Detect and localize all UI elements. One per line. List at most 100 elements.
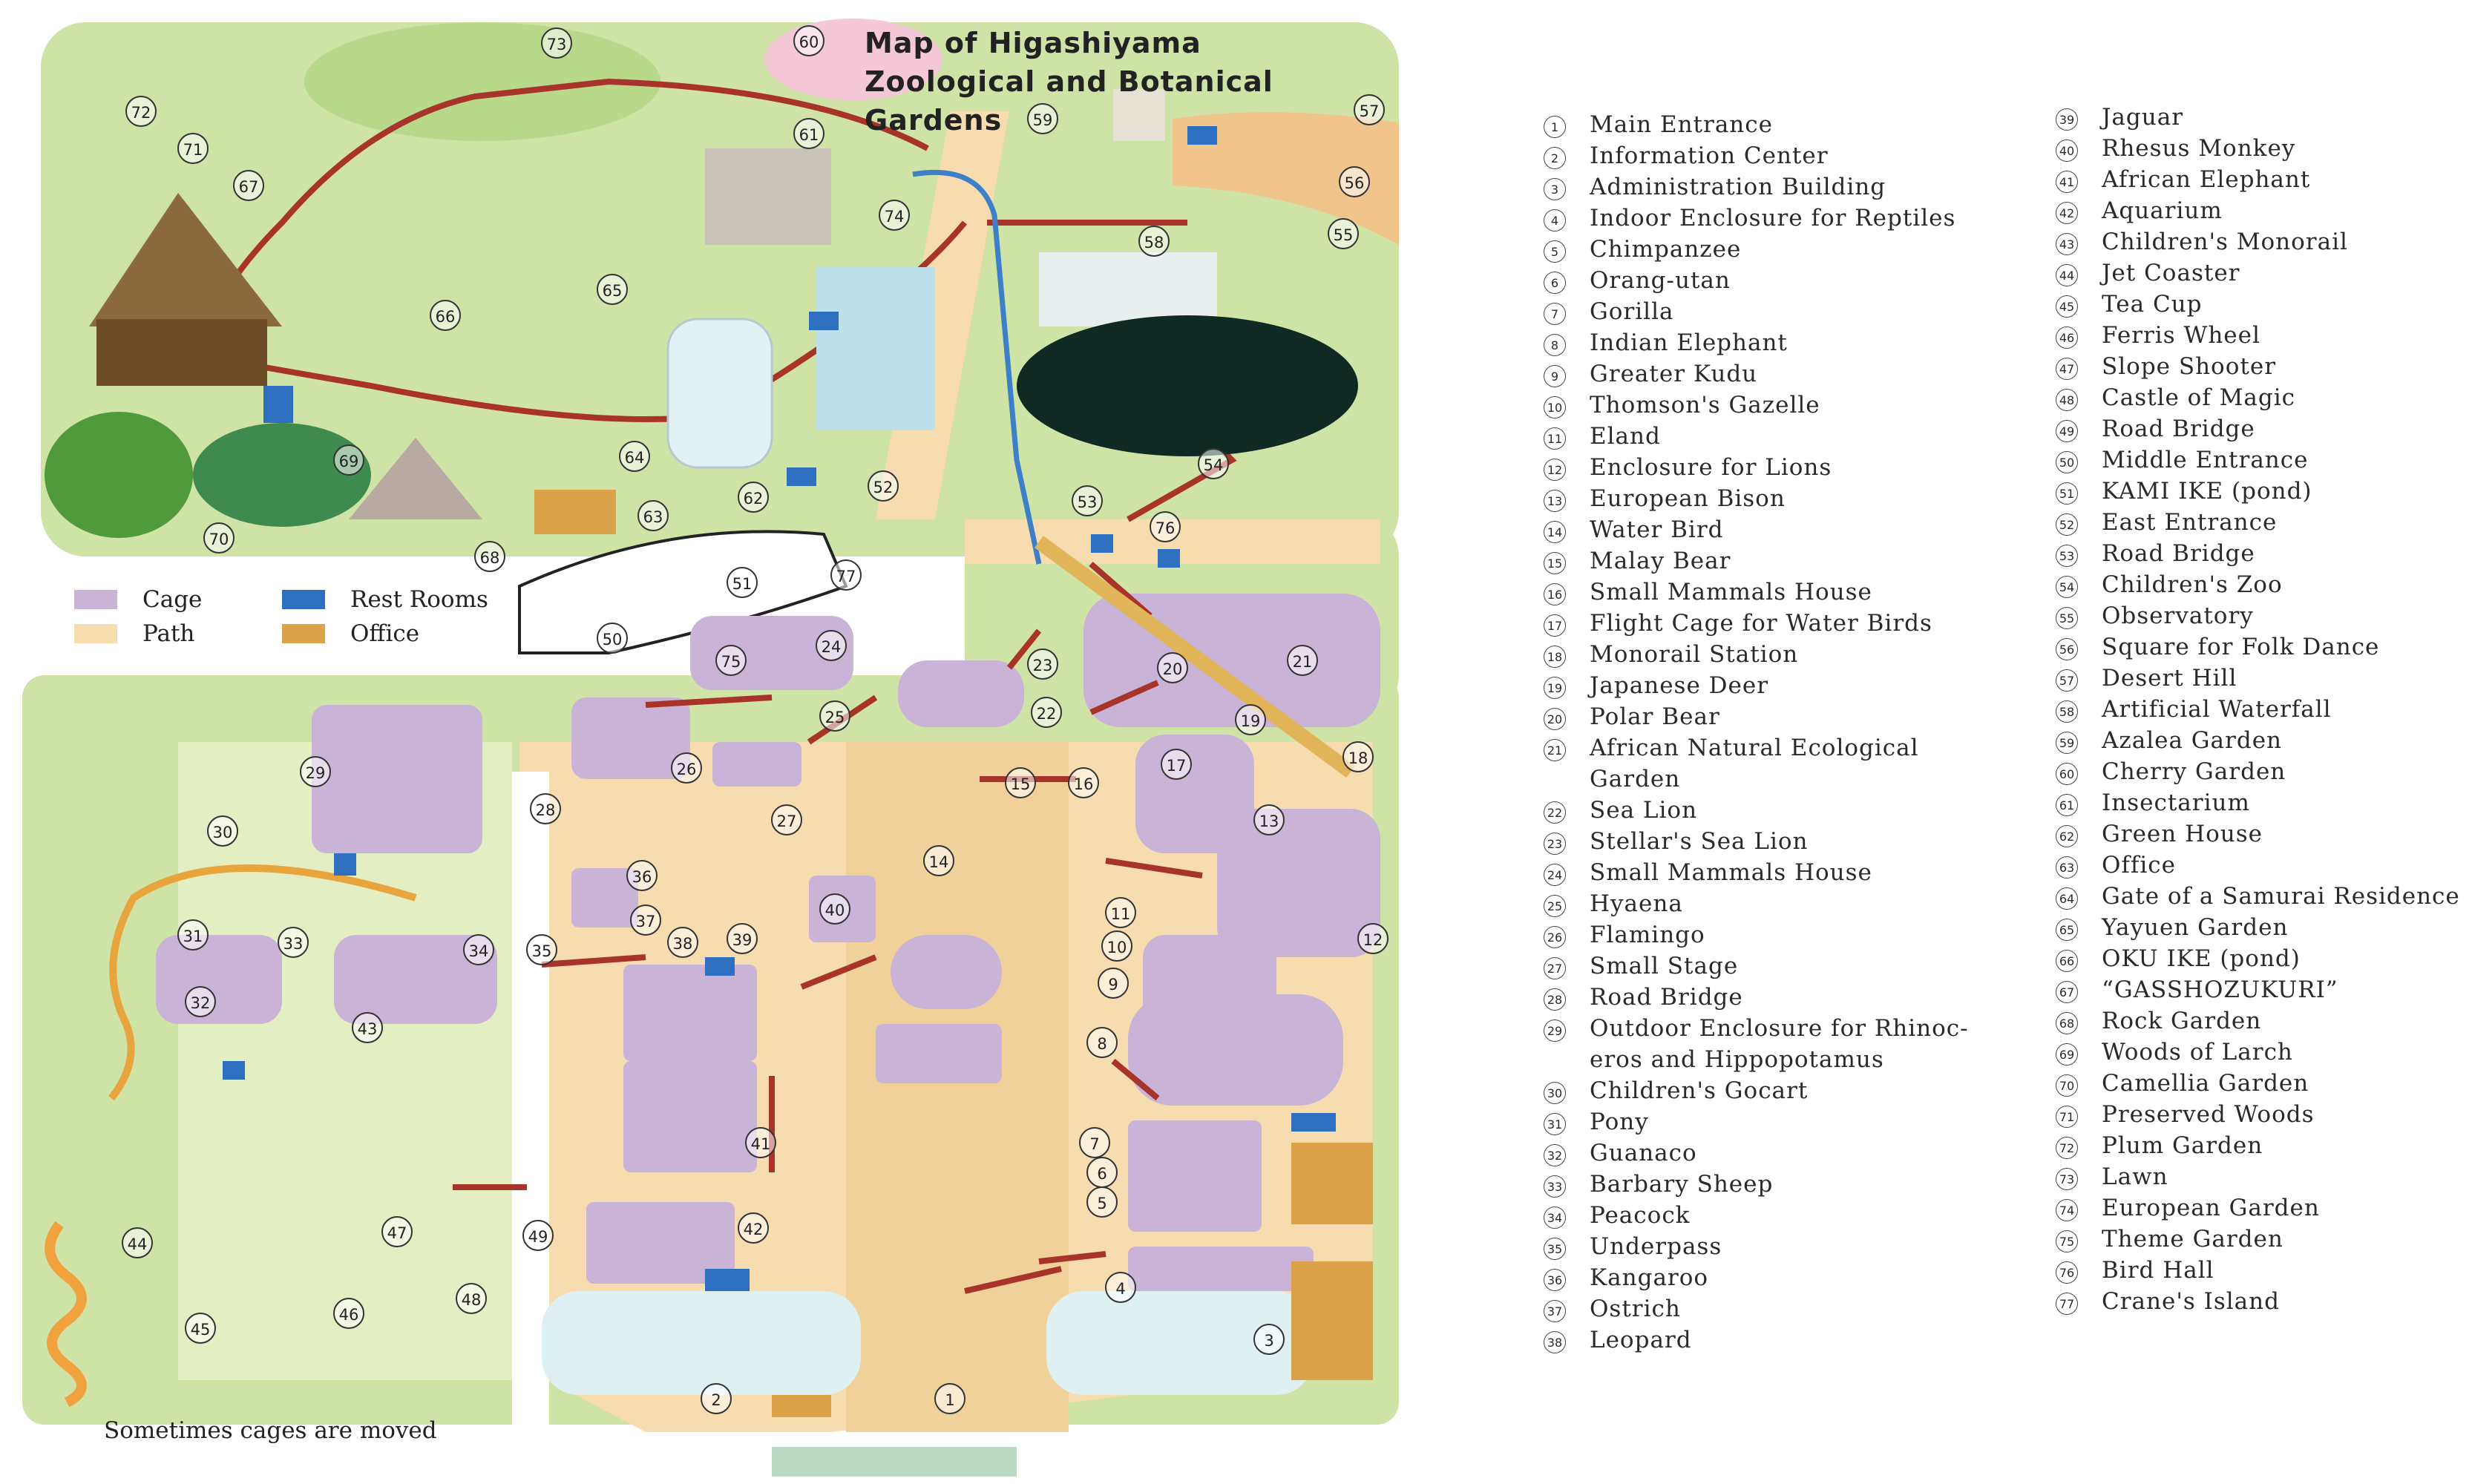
map-marker[interactable]: 50 <box>597 623 628 654</box>
map-marker[interactable]: 73 <box>541 27 572 59</box>
map-marker[interactable]: 39 <box>727 923 758 954</box>
map-marker[interactable]: 51 <box>727 567 758 598</box>
map-marker[interactable]: 54 <box>1198 448 1229 479</box>
map-marker[interactable]: 66 <box>430 300 461 331</box>
map-marker[interactable]: 61 <box>793 118 824 149</box>
map-marker[interactable]: 59 <box>1027 103 1058 134</box>
map-marker[interactable]: 49 <box>522 1220 554 1251</box>
map-marker[interactable]: 6 <box>1086 1157 1118 1188</box>
place-number-badge: 56 <box>2056 638 2078 660</box>
map-marker[interactable]: 41 <box>745 1127 776 1158</box>
map-marker[interactable]: 72 <box>125 96 157 127</box>
map-marker[interactable]: 57 <box>1354 94 1385 125</box>
map-marker[interactable]: 67 <box>233 170 264 201</box>
map-marker[interactable]: 25 <box>819 700 850 732</box>
map-marker[interactable]: 13 <box>1253 804 1285 835</box>
place-name: Slope Shooter <box>2102 353 2277 380</box>
map-marker[interactable]: 77 <box>830 559 862 591</box>
map-marker[interactable]: 56 <box>1339 166 1370 197</box>
map-marker[interactable]: 3 <box>1253 1324 1285 1355</box>
place-number-badge: 49 <box>2056 420 2078 442</box>
map-marker[interactable]: 31 <box>177 919 209 951</box>
map-marker[interactable]: 32 <box>185 986 216 1017</box>
map-marker[interactable]: 35 <box>526 934 557 965</box>
map-marker[interactable]: 40 <box>819 893 850 925</box>
map-marker[interactable]: 43 <box>352 1012 383 1043</box>
zoo-map[interactable]: Map of Higashiyama Zoological and Botani… <box>0 0 1410 1484</box>
map-marker[interactable]: 55 <box>1328 218 1359 249</box>
map-marker[interactable]: 28 <box>530 793 561 824</box>
place-name: Rhesus Monkey <box>2102 135 2296 162</box>
map-marker[interactable]: 71 <box>177 133 209 164</box>
place-number-badge: 76 <box>2056 1261 2078 1284</box>
map-marker[interactable]: 45 <box>185 1313 216 1344</box>
map-marker[interactable]: 60 <box>793 25 824 56</box>
map-marker[interactable]: 74 <box>879 200 910 231</box>
map-marker[interactable]: 24 <box>816 630 847 661</box>
place-number-badge: 60 <box>2056 763 2078 785</box>
map-marker[interactable]: 2 <box>701 1383 732 1414</box>
map-marker[interactable]: 18 <box>1342 741 1374 772</box>
map-marker[interactable]: 70 <box>203 522 235 554</box>
map-marker[interactable]: 11 <box>1105 897 1136 928</box>
map-marker[interactable]: 62 <box>738 482 769 513</box>
map-marker[interactable]: 65 <box>597 274 628 305</box>
map-marker[interactable]: 48 <box>456 1283 487 1314</box>
map-marker[interactable]: 26 <box>671 752 702 784</box>
map-marker[interactable]: 42 <box>738 1212 769 1244</box>
map-marker[interactable]: 29 <box>300 756 331 787</box>
map-marker[interactable]: 75 <box>715 645 747 676</box>
place-number-badge: 19 <box>1544 677 1566 699</box>
map-marker[interactable]: 37 <box>630 904 661 936</box>
legend-label: Rest Rooms <box>350 586 488 613</box>
map-marker[interactable]: 34 <box>463 934 494 965</box>
map-marker[interactable]: 76 <box>1150 511 1181 542</box>
map-marker[interactable]: 33 <box>278 927 309 958</box>
place-name: Road Bridge <box>2102 416 2255 442</box>
map-marker[interactable]: 5 <box>1086 1186 1118 1218</box>
place-number-badge: 29 <box>1544 1020 1566 1042</box>
map-marker[interactable]: 10 <box>1101 930 1132 962</box>
map-marker[interactable]: 44 <box>122 1227 153 1258</box>
map-marker[interactable]: 14 <box>923 845 954 876</box>
map-marker[interactable]: 63 <box>637 500 669 531</box>
map-marker[interactable]: 17 <box>1161 749 1192 780</box>
map-marker[interactable]: 47 <box>381 1216 413 1247</box>
place-name: Indoor Enclosure for Reptiles <box>1590 205 1956 232</box>
map-marker[interactable]: 58 <box>1138 226 1170 257</box>
map-marker[interactable]: 1 <box>934 1383 965 1414</box>
map-marker[interactable]: 53 <box>1072 485 1103 516</box>
place-index-entry: 49 Road Bridge <box>2056 416 2472 447</box>
map-marker[interactable]: 19 <box>1235 704 1266 735</box>
map-marker[interactable]: 16 <box>1068 767 1099 798</box>
map-marker[interactable]: 52 <box>868 470 899 502</box>
map-marker[interactable]: 64 <box>619 441 650 472</box>
place-number-badge: 65 <box>2056 919 2078 941</box>
map-marker[interactable]: 68 <box>474 541 505 572</box>
map-marker[interactable]: 27 <box>771 804 802 835</box>
map-marker[interactable]: 22 <box>1031 697 1062 728</box>
map-marker[interactable]: 8 <box>1086 1027 1118 1058</box>
map-marker[interactable]: 69 <box>333 444 364 476</box>
place-number-badge: 50 <box>2056 451 2078 473</box>
map-marker[interactable]: 36 <box>626 860 658 891</box>
map-marker[interactable]: 38 <box>667 927 698 958</box>
map-marker[interactable]: 15 <box>1005 767 1036 798</box>
place-name: Preserved Woods <box>2102 1101 2315 1128</box>
map-marker[interactable]: 46 <box>333 1298 364 1329</box>
map-marker[interactable]: 20 <box>1157 652 1188 683</box>
map-marker[interactable]: 7 <box>1079 1127 1110 1158</box>
map-marker[interactable]: 12 <box>1357 923 1389 954</box>
map-marker[interactable]: 4 <box>1105 1272 1136 1303</box>
place-name: European Garden <box>2102 1195 2320 1221</box>
map-marker[interactable]: 23 <box>1027 649 1058 680</box>
map-marker[interactable]: 30 <box>207 815 238 847</box>
map-marker[interactable]: 9 <box>1098 968 1129 999</box>
map-marker[interactable]: 21 <box>1287 645 1318 676</box>
